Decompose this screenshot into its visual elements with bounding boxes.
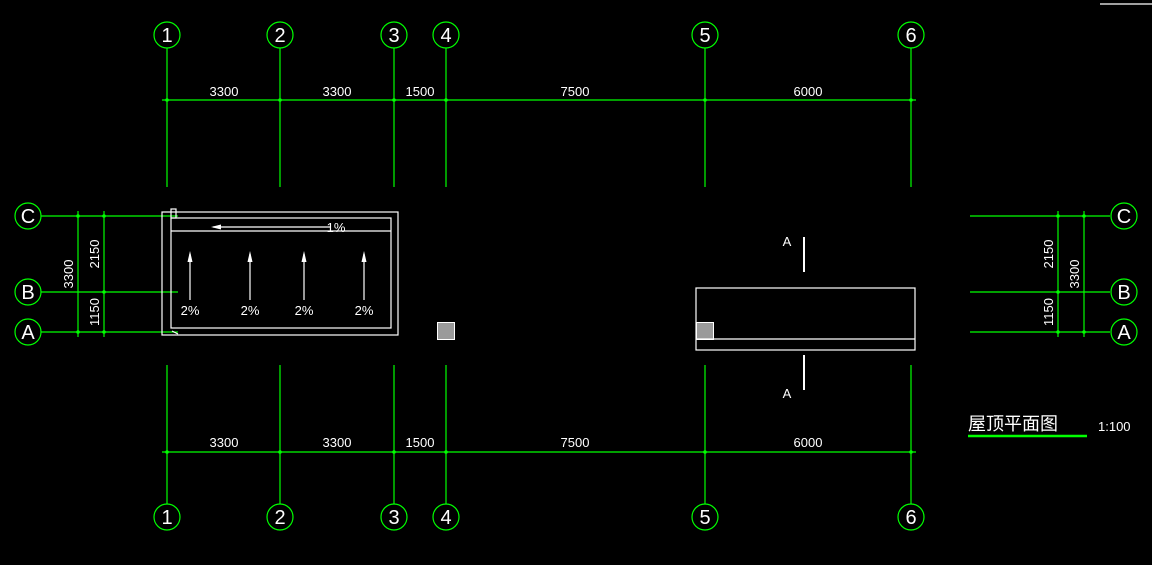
axis-label: 4: [440, 25, 451, 47]
axis-label: 4: [440, 507, 451, 529]
dim-text: 1150: [87, 298, 102, 326]
dim-text: 3300: [61, 260, 76, 289]
dim-text: 7500: [561, 84, 590, 99]
axis-label: 5: [699, 25, 710, 47]
dim-text: 3300: [210, 435, 239, 450]
column-square: [437, 322, 455, 340]
dim-text: 2150: [1041, 240, 1056, 269]
drawing-scale: 1:100: [1098, 419, 1131, 434]
slope-label: 2%: [181, 303, 200, 318]
axis-label: B: [21, 282, 34, 304]
axis-label: 6: [905, 25, 916, 47]
axis-bubble-2-top: 2: [266, 21, 294, 49]
axis-bubble-3-top: 3: [380, 21, 408, 49]
slope-arrow: [361, 251, 367, 300]
dim-text: 3300: [1067, 260, 1082, 289]
axis-label: 5: [699, 507, 710, 529]
axis-bubble-b-right: B: [1110, 278, 1138, 306]
axis-label: 2: [274, 507, 285, 529]
column-square: [696, 322, 714, 340]
slope-arrow-top: [211, 224, 330, 230]
axis-label: 1: [161, 507, 172, 529]
axis-bubble-a-right: A: [1110, 318, 1138, 346]
axis-label: 3: [388, 507, 399, 529]
dim-text: 1500: [406, 435, 435, 450]
section-label: A: [783, 386, 792, 401]
right-axis-lines: [970, 211, 1110, 337]
axis-bubble-4-bottom: 4: [432, 503, 460, 531]
top-axis-lines: [166, 48, 912, 187]
axis-label: 1: [161, 25, 172, 47]
drawing-title: 屋顶平面图: [968, 414, 1058, 434]
axis-label: B: [1117, 282, 1130, 304]
axis-label: 6: [905, 507, 916, 529]
dim-text: 3300: [323, 84, 352, 99]
right-roof-block: [695, 287, 916, 351]
left-axis-lines: [41, 211, 178, 337]
dim-text: 3300: [210, 84, 239, 99]
slope-label: 2%: [295, 303, 314, 318]
axis-label: C: [21, 206, 35, 228]
top-dimension-line: [162, 98, 916, 102]
axis-bubble-c-left: C: [14, 202, 42, 230]
axis-label: 2: [274, 25, 285, 47]
slope-label: 2%: [355, 303, 374, 318]
slope-arrow: [301, 251, 307, 300]
dim-text: 1500: [406, 84, 435, 99]
axis-label: C: [1117, 206, 1131, 228]
dim-text: 6000: [794, 435, 823, 450]
axis-bubble-6-top: 6: [897, 21, 925, 49]
axis-label: A: [1117, 322, 1131, 344]
slope-arrow: [187, 251, 193, 300]
axis-bubble-4-top: 4: [432, 21, 460, 49]
axis-bubble-3-bottom: 3: [380, 503, 408, 531]
axis-bubble-b-left: B: [14, 278, 42, 306]
axis-bubble-6-bottom: 6: [897, 503, 925, 531]
slope-arrow: [247, 251, 253, 300]
dim-text: 3300: [323, 435, 352, 450]
left-roof-block: [161, 208, 399, 336]
axis-bubble-a-left: A: [14, 318, 42, 346]
dim-text: 7500: [561, 435, 590, 450]
slope-label: 2%: [241, 303, 260, 318]
dim-text: 6000: [794, 84, 823, 99]
dim-text: 2150: [87, 240, 102, 269]
axis-bubble-1-bottom: 1: [153, 503, 181, 531]
axis-bubble-5-bottom: 5: [691, 503, 719, 531]
axis-bubble-c-right: C: [1110, 202, 1138, 230]
dim-text: 1150: [1041, 298, 1056, 326]
axis-bubble-1-top: 1: [153, 21, 181, 49]
axis-label: A: [21, 322, 35, 344]
bottom-axis-lines: [166, 365, 912, 504]
axis-bubble-5-top: 5: [691, 21, 719, 49]
axis-bubble-2-bottom: 2: [266, 503, 294, 531]
axis-label: 3: [388, 25, 399, 47]
section-label: A: [783, 234, 792, 249]
slope-label: 1%: [327, 220, 346, 235]
bottom-dimension-line: [162, 450, 916, 454]
